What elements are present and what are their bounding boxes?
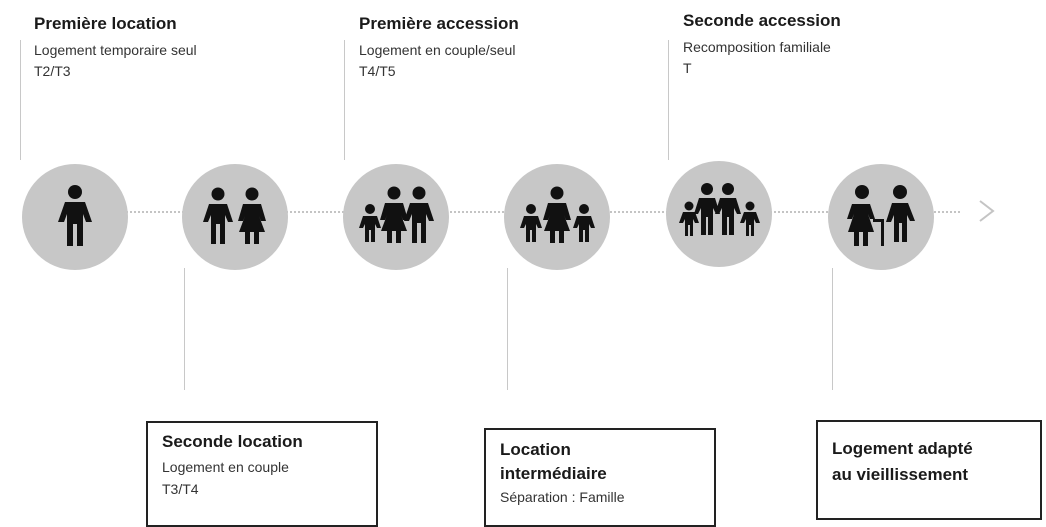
stage-title: Logement adapté au vieillissement bbox=[832, 439, 973, 484]
stage-title: Location intermédiaire bbox=[500, 440, 607, 483]
stage-label-premiere-accession: Première accession Logement en couple/se… bbox=[359, 14, 519, 82]
stage-detail: Logement temporaire seul bbox=[34, 42, 197, 58]
connector-line bbox=[832, 268, 833, 390]
connector-line bbox=[344, 40, 345, 160]
stage-size: T bbox=[683, 60, 692, 76]
stage-size: T3/T4 bbox=[162, 481, 199, 497]
stage-node-1 bbox=[22, 164, 128, 270]
connector-line bbox=[20, 40, 21, 160]
stage-title: Seconde location bbox=[162, 432, 303, 451]
connector-line bbox=[668, 40, 669, 160]
stage-node-6 bbox=[828, 164, 934, 270]
stage-box-location-intermediaire: Location intermédiaire Séparation : Fami… bbox=[484, 428, 716, 527]
stage-label-seconde-accession: Seconde accession Recomposition familial… bbox=[683, 11, 841, 79]
couple-icon bbox=[203, 187, 266, 244]
stage-box-seconde-location: Seconde location Logement en couple T3/T… bbox=[146, 421, 378, 527]
stage-title: Première accession bbox=[359, 14, 519, 33]
stage-detail: Séparation : Famille bbox=[500, 489, 625, 505]
stage-title: Seconde accession bbox=[683, 11, 841, 30]
connector-line bbox=[184, 268, 185, 390]
elderly-couple-icon bbox=[847, 185, 915, 246]
stage-label-premiere-location: Première location Logement temporaire se… bbox=[34, 14, 197, 82]
stage-size: T2/T3 bbox=[34, 63, 71, 79]
family-three-children-icon bbox=[679, 183, 760, 236]
stage-node-5 bbox=[666, 161, 772, 267]
stage-detail: Recomposition familiale bbox=[683, 39, 831, 55]
stage-title: Première location bbox=[34, 14, 177, 33]
family-two-children-icon bbox=[520, 186, 595, 243]
stage-node-2 bbox=[182, 164, 288, 270]
stage-detail: Logement en couple bbox=[162, 459, 289, 475]
stage-detail: Logement en couple/seul bbox=[359, 42, 516, 58]
family-with-child-icon bbox=[359, 186, 434, 243]
single-person-icon bbox=[58, 185, 92, 246]
connector-line bbox=[507, 268, 508, 390]
arrow-right-icon bbox=[979, 200, 995, 222]
stage-size: T4/T5 bbox=[359, 63, 396, 79]
stage-node-4 bbox=[504, 164, 610, 270]
stage-node-3 bbox=[343, 164, 449, 270]
stage-box-logement-adapte: Logement adapté au vieillissement bbox=[816, 420, 1042, 520]
